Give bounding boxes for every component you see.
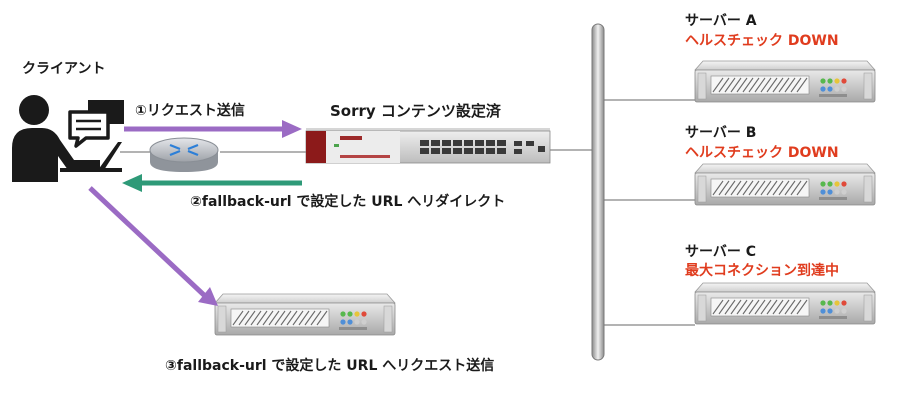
- server-a-status: ヘルスチェック DOWN: [685, 33, 839, 49]
- server-c-status: 最大コネクション到達中: [685, 263, 839, 279]
- network-lines: [120, 99, 695, 326]
- fallback-server-icon: [214, 293, 396, 336]
- request-arrow: [124, 120, 302, 138]
- fallback-request-arrow: [88, 186, 218, 306]
- step3-label: ③fallback-url で設定した URL へリクエスト送信: [165, 358, 495, 374]
- server-b-icon: [694, 163, 876, 206]
- redirect-arrow: [122, 174, 302, 192]
- load-balancer-icon: [305, 128, 551, 164]
- network-bus: [591, 23, 605, 361]
- server-b-name: サーバー B: [685, 125, 757, 141]
- laptop-icon: [60, 142, 122, 172]
- load-balancer-label: Sorry コンテンツ設定済: [330, 102, 501, 120]
- step2-label: ②fallback-url で設定した URL へリダイレクト: [190, 194, 506, 210]
- server-c-icon: [694, 282, 876, 325]
- chat-bubbles-icon: [68, 100, 124, 148]
- router-icon: [149, 137, 219, 172]
- server-b-status: ヘルスチェック DOWN: [685, 145, 839, 161]
- step1-label: ①リクエスト送信: [135, 103, 245, 119]
- client-label: クライアント: [22, 61, 106, 77]
- server-a-name: サーバー A: [685, 13, 757, 29]
- server-c-name: サーバー C: [685, 244, 757, 260]
- server-a-icon: [694, 60, 876, 103]
